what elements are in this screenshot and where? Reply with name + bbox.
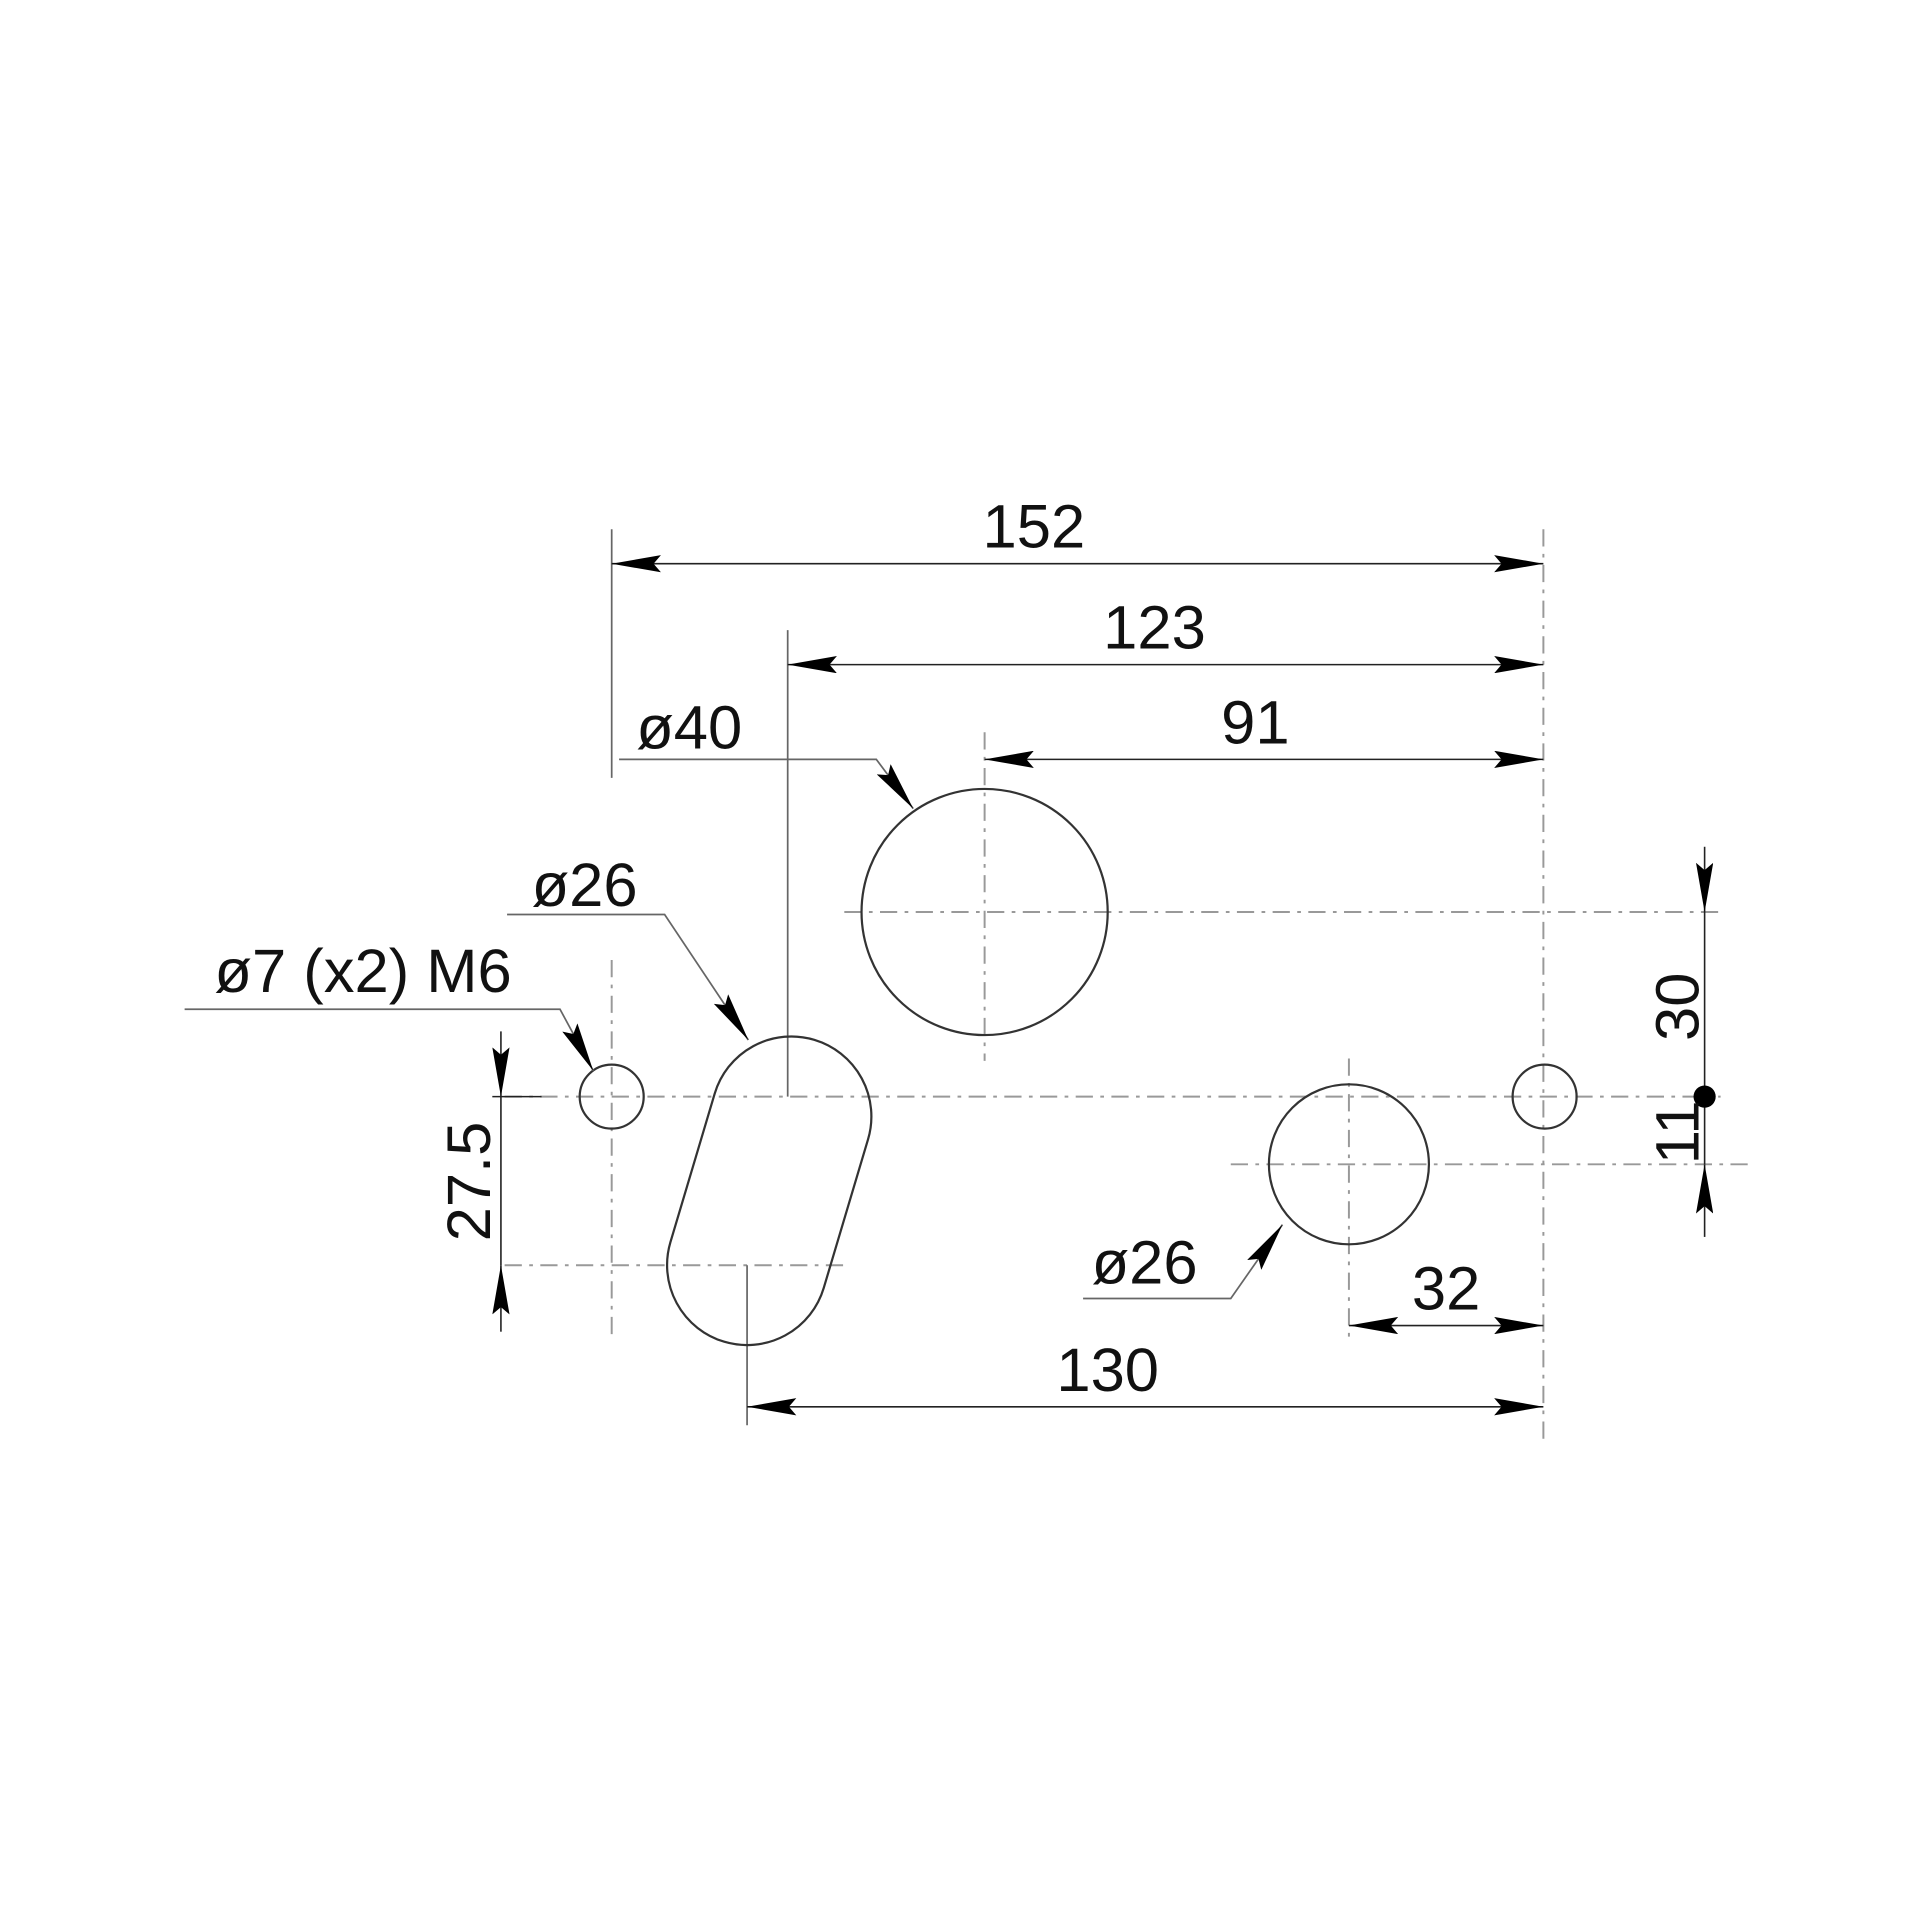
large-hole bbox=[860, 787, 1109, 1037]
dimension-130: 130 bbox=[1056, 1336, 1159, 1405]
mount-hole-right bbox=[1511, 1063, 1578, 1130]
callout-small-hole: ø26 bbox=[1092, 1229, 1198, 1298]
dimension-152: 152 bbox=[983, 493, 1086, 562]
small-hole bbox=[1267, 1083, 1431, 1246]
callout-slot: ø26 bbox=[532, 851, 638, 920]
mount-hole-left bbox=[578, 1063, 645, 1130]
dimension-27-5: 27.5 bbox=[435, 1122, 504, 1242]
dimension-91: 91 bbox=[1221, 688, 1289, 757]
leader-large-hole bbox=[619, 758, 914, 810]
slot bbox=[665, 1035, 873, 1347]
leader-mount-holes bbox=[184, 1008, 594, 1072]
dimension-30: 30 bbox=[1643, 973, 1712, 1041]
callout-large-hole: ø40 bbox=[636, 693, 742, 762]
leader-small-hole bbox=[1083, 1224, 1284, 1300]
centerlines bbox=[504, 529, 1748, 1443]
dimension-32: 32 bbox=[1412, 1255, 1480, 1324]
leader-slot bbox=[507, 913, 750, 1041]
callout-mount-holes: ø7 (x2) M6 bbox=[214, 937, 511, 1006]
dimension-123: 123 bbox=[1103, 594, 1206, 663]
datum-dot bbox=[1693, 1085, 1716, 1108]
dimension-11: 11 bbox=[1643, 1100, 1712, 1164]
